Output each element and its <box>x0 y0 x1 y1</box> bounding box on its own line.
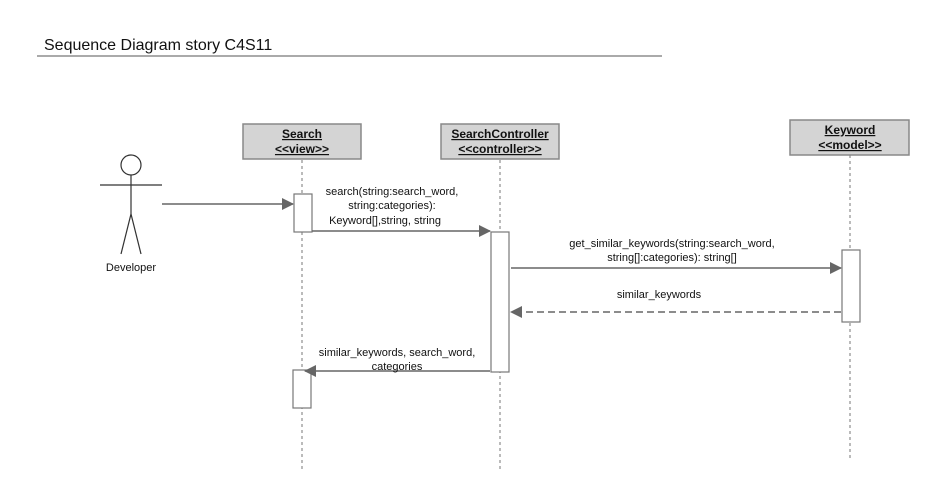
participant-keyword-stereotype: <<model>> <box>818 138 881 152</box>
diagram-title: Sequence Diagram story C4S11 <box>44 37 272 54</box>
message-search-result-line-1: similar_keywords, search_word, <box>319 347 476 359</box>
message-search-call-line-1: search(string:search_word, <box>326 186 459 198</box>
participant-search-controller-box <box>440 123 560 160</box>
participant-search-controller: SearchController <<controller>> <box>440 123 560 160</box>
actor-head <box>120 154 142 176</box>
message-search-result-line-2: categories <box>372 361 423 373</box>
participant-keyword: Keyword <<model>> <box>789 119 910 156</box>
message-search-call-line-2: string:categories): <box>348 200 435 212</box>
activation-search-1 <box>293 193 313 233</box>
participant-search-box <box>242 123 362 160</box>
participant-search-controller-stereotype: <<controller>> <box>458 142 541 156</box>
message-search-call-line-3: Keyword[],string, string <box>329 215 441 227</box>
actor-left-leg <box>120 213 132 255</box>
participant-search-name: Search <box>282 127 322 141</box>
participant-search-controller-name: SearchController <box>451 127 549 141</box>
participant-search: Search <<view>> <box>242 123 362 160</box>
actor-developer: Developer <box>100 154 162 274</box>
message-get-similar-keywords-line-2: string[]:categories): string[] <box>607 252 737 264</box>
activation-search-controller <box>490 231 510 373</box>
participant-search-stereotype: <<view>> <box>275 142 329 156</box>
participant-keyword-box <box>789 119 910 156</box>
message-similar-keywords-return-label: similar_keywords <box>617 289 702 301</box>
participant-keyword-name: Keyword <box>825 123 876 137</box>
activation-search-2 <box>292 369 312 409</box>
message-get-similar-keywords-line-1: get_similar_keywords(string:search_word, <box>569 238 774 250</box>
actor-label: Developer <box>106 262 156 274</box>
actor-right-leg <box>130 213 142 255</box>
activation-keyword <box>841 249 861 323</box>
